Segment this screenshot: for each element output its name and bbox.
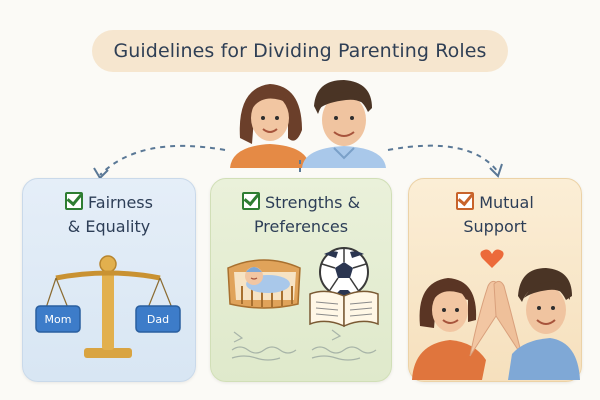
panel-fairness-title-line1: Fairness — [88, 193, 153, 212]
sketch-scribbles — [231, 329, 377, 361]
heart-icon — [480, 249, 504, 268]
panel-mutual-support-title: Mutual Support — [409, 191, 581, 239]
baby-crib-icon — [227, 259, 301, 309]
scale-pan-left — [35, 305, 81, 333]
balance-scale-icon: Mom Dad — [35, 255, 181, 358]
arrow-right-head — [489, 163, 503, 178]
check-icon — [65, 192, 84, 210]
check-icon — [456, 192, 475, 210]
panel-mutual-support-title-line1: Mutual — [479, 193, 534, 212]
arrow-left — [99, 144, 226, 176]
panel-fairness-title-line2: & Equality — [67, 217, 151, 236]
scale-left-label: Mom — [45, 313, 72, 326]
diagram-title: Guidelines for Dividing Parenting Roles — [92, 30, 508, 72]
scale-pan-right — [135, 305, 181, 333]
panel-strengths-title-line1: Strengths & — [264, 193, 361, 212]
panel-strengths-title: Strengths & Preferences — [211, 191, 391, 239]
scale-right-label: Dad — [147, 313, 169, 326]
panel-mutual-support-title-line2: Support — [463, 217, 527, 236]
high-five-couple-icon — [412, 268, 580, 380]
panel-strengths-title-line2: Preferences — [253, 217, 349, 236]
parents-couple-icon — [230, 80, 386, 168]
panel-fairness-title: Fairness & Equality — [23, 191, 195, 239]
arrow-right — [387, 144, 499, 173]
check-icon — [241, 192, 260, 210]
open-book-icon — [309, 290, 379, 328]
